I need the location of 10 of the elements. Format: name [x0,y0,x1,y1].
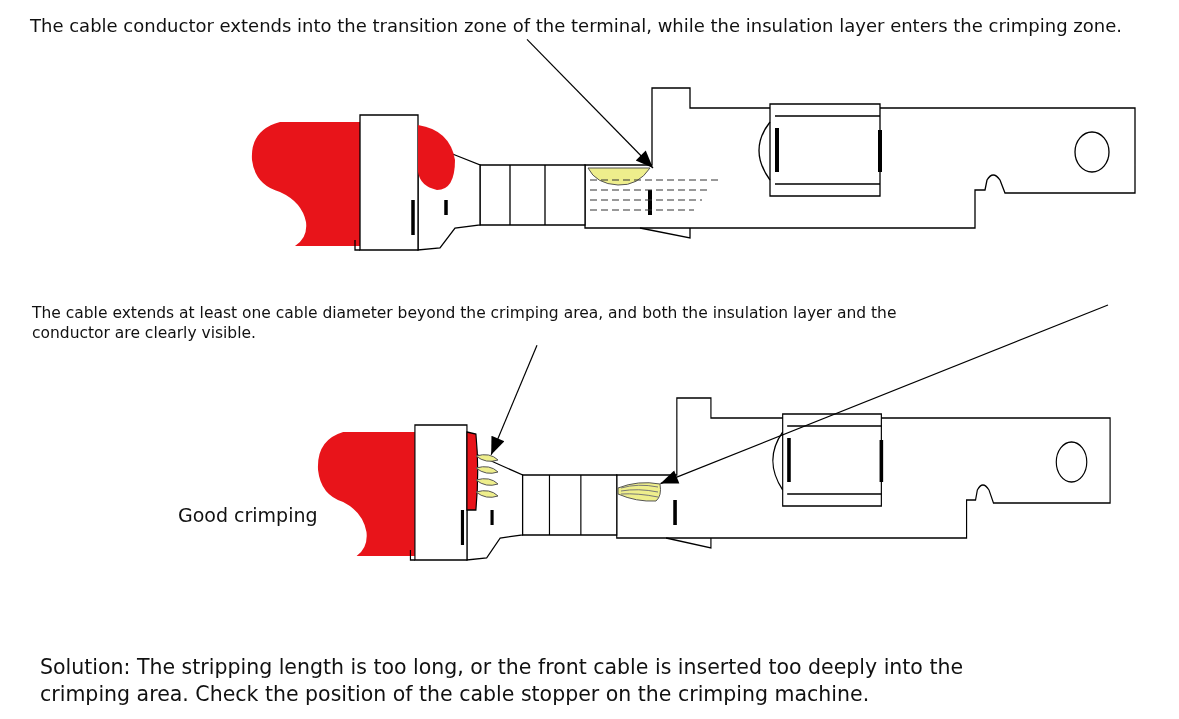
annotation-text: The cable conductor extends into the transition zone of the terminal, while the insulation layer enters the crimping zone. [30,14,1170,38]
leader-arrow [490,344,538,456]
leader-arrow [659,304,1109,485]
conductor-strands [617,482,661,502]
conductor-strands [475,454,499,498]
drawing-label: Good crimping [178,503,318,528]
leader-arrow [526,38,654,169]
annotation-text: The cable extends at least one cable diameter beyond the crimping area, and both the insulation layer and the conductor are clearly visible. [32,303,932,344]
solution-text: Solution: The stripping length is too long, or the front cable is inserted too deeply into the crimping area. Check the position of the cable stopper on the crimping machine. [40,654,965,708]
conductor-strands [587,167,719,211]
